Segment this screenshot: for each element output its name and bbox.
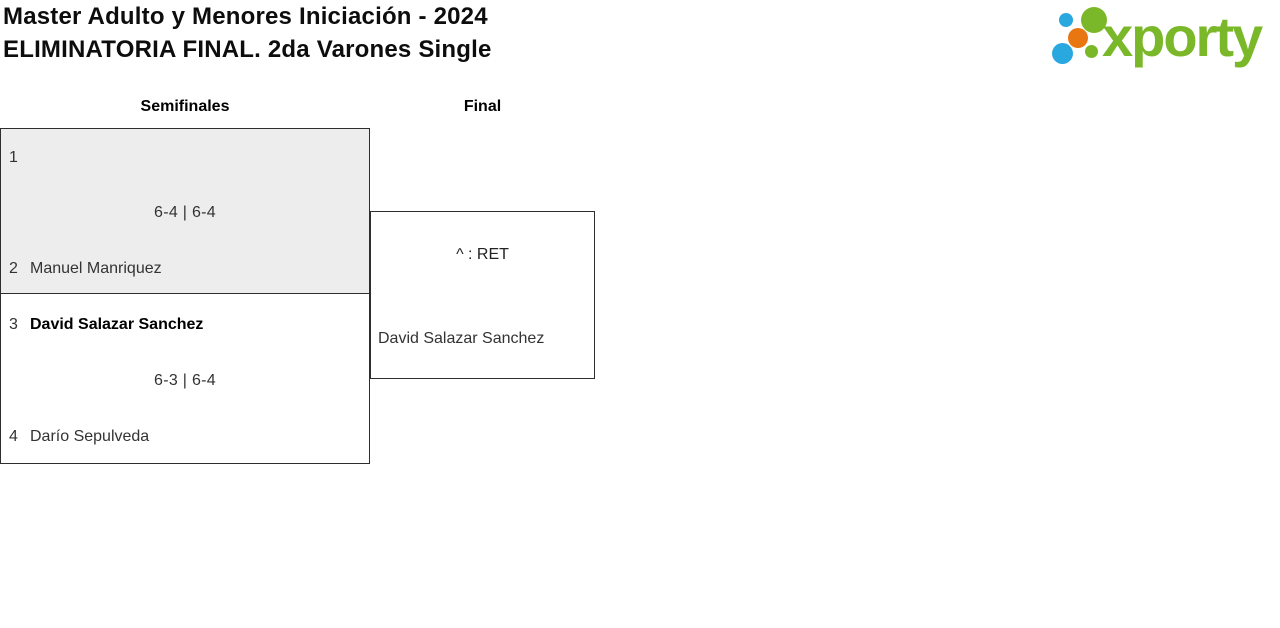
logo-dot-icon [1059,13,1073,27]
player-name-winner: David Salazar Sanchez [30,316,204,333]
logo-wordmark: xporty [1102,5,1263,68]
final-winner-name: David Salazar Sanchez [378,330,545,347]
bracket-subtitle: ELIMINATORIA FINAL. 2da Varones Single [3,36,492,63]
match-score: 6-3 | 6-4 [154,372,216,389]
player-name: Manuel Manriquez [30,260,162,277]
player-seed: 4 [9,428,18,445]
logo-dot-icon [1081,7,1107,33]
player-seed: 1 [9,149,18,166]
xporty-logo[interactable]: xporty [1045,0,1280,75]
round-header-final: Final [463,98,502,115]
player-name: Darío Sepulveda [30,428,150,445]
tournament-name: Master Adulto y Menores Iniciación - 202… [3,3,488,30]
logo-dot-icon [1068,28,1088,48]
page-title: Master Adulto y Menores Iniciación - 202… [3,0,492,66]
player-slot: 3 David Salazar Sanchez [1,314,369,336]
match-semifinal-2[interactable]: 3 David Salazar Sanchez 6-3 | 6-4 4 Darío … [0,293,370,464]
player-seed: 2 [9,260,18,277]
retirement-annotation: ^ : RET [456,246,509,263]
player-slot: 1 [1,147,369,169]
logo-dot-icon [1085,45,1098,58]
player-slot: 4 Darío Sepulveda [1,426,369,448]
match-final[interactable]: ^ : RET David Salazar Sanchez [370,211,595,379]
player-slot: 2 Manuel Manriquez [1,258,369,280]
match-semifinal-1[interactable]: 1 6-4 | 6-4 2 Manuel Manriquez [0,128,370,294]
round-header-semifinals: Semifinales [140,98,230,115]
player-seed: 3 [9,316,18,333]
match-score: 6-4 | 6-4 [154,204,216,221]
logo-dot-icon [1052,43,1073,64]
